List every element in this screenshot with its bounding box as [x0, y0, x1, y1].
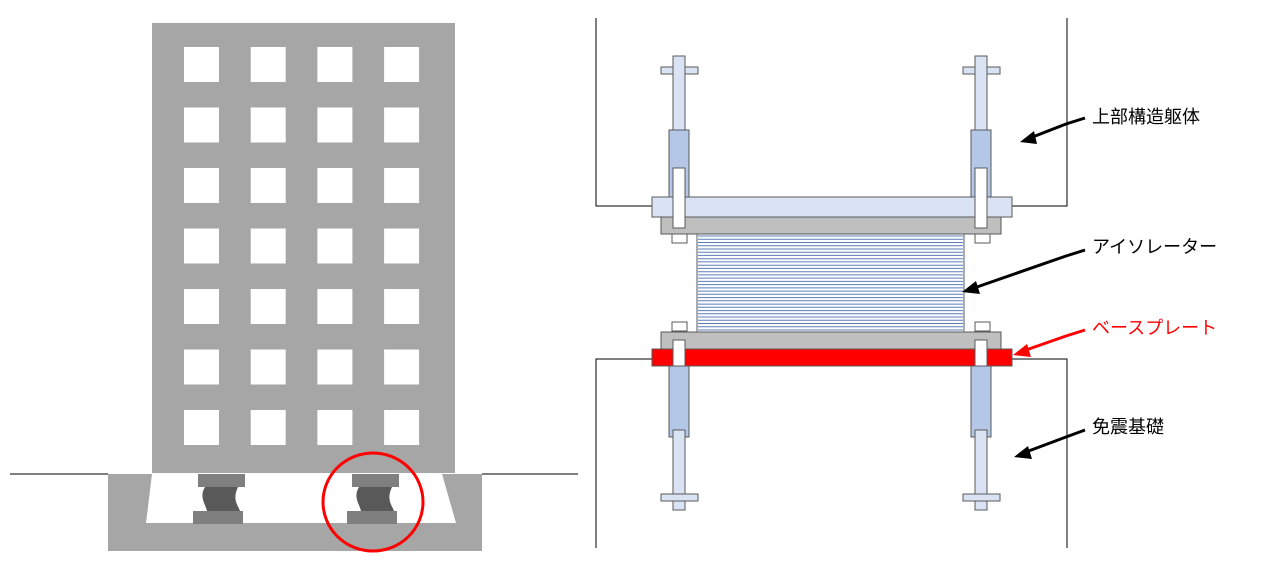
building-window: [317, 228, 353, 264]
pit-floor: [128, 474, 458, 523]
building-window: [384, 168, 420, 203]
building-window: [384, 228, 420, 264]
anchor-bolt-upper-left: [660, 55, 699, 229]
building-illustration: [10, 23, 578, 553]
building-window: [250, 107, 286, 143]
isolator-left: [193, 474, 245, 524]
highlight-circle: [321, 451, 425, 553]
building-window: [184, 289, 219, 324]
building-window: [317, 349, 353, 385]
building-window: [184, 410, 219, 445]
building-window: [317, 410, 353, 445]
top-gray-plate: [660, 216, 1002, 235]
building-window: [384, 410, 420, 445]
anchor-bolt-upper-right: [962, 55, 1001, 229]
label-foundation: 免震基礎: [1092, 417, 1164, 438]
building-window: [250, 168, 286, 203]
foundation-pit: [108, 474, 482, 551]
superstructure-outline: [595, 18, 1068, 207]
building-window: [317, 107, 353, 143]
isolator-rubber: [696, 233, 965, 333]
building-window: [250, 228, 286, 264]
building-window: [250, 47, 286, 82]
base-plate: [651, 348, 1013, 367]
bottom-gray-plate: [660, 331, 1002, 350]
building-windows: [184, 47, 420, 445]
nut-bottom-right: [974, 321, 991, 332]
building-window: [250, 410, 286, 445]
arrow-superstructure: [1020, 116, 1086, 144]
building-window: [250, 289, 286, 324]
isolator-detail: 上部構造躯体 アイソレーター ベースプレート 免震基礎: [595, 18, 1217, 548]
anchor-bolt-lower-right: [962, 339, 1001, 511]
building-window: [384, 47, 420, 82]
arrow-isolator: [962, 248, 1086, 294]
building-window: [184, 107, 219, 143]
nut-top-right: [974, 233, 991, 244]
building-window: [184, 168, 219, 203]
label-superstructure: 上部構造躯体: [1092, 107, 1200, 128]
rubber-layers: [698, 235, 963, 331]
building-window: [317, 47, 353, 82]
isolator-right: [347, 474, 399, 524]
building-window: [184, 47, 219, 82]
building-window: [384, 349, 420, 385]
foundation-outline: [595, 358, 1068, 548]
anchor-bolt-lower-left: [660, 339, 699, 511]
building-window: [317, 289, 353, 324]
arrow-base-plate: [1013, 328, 1086, 357]
building-window: [384, 107, 420, 143]
arrow-foundation: [1014, 428, 1086, 459]
building-window: [384, 289, 420, 324]
building-window: [317, 168, 353, 203]
label-base-plate: ベースプレート: [1092, 318, 1217, 339]
top-flange-plate: [651, 196, 1013, 218]
building-window: [184, 228, 219, 264]
nut-top-left: [671, 233, 688, 244]
label-isolator: アイソレーター: [1092, 237, 1217, 258]
nut-bottom-left: [671, 321, 688, 332]
building-window: [184, 349, 219, 385]
building-window: [250, 349, 286, 385]
